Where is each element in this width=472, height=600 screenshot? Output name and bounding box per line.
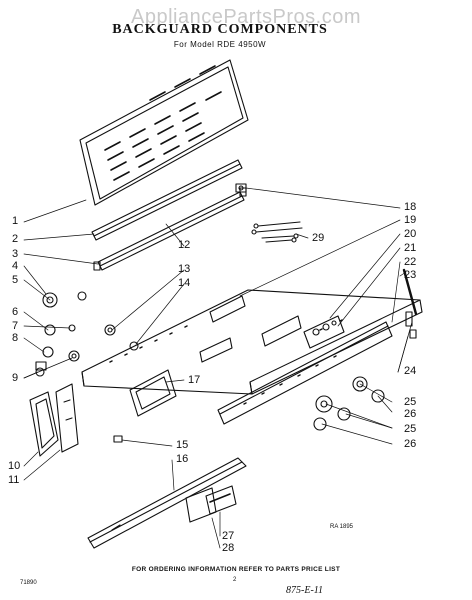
callout-14: 14 [178, 277, 191, 289]
ordering-info-footer: FOR ORDERING INFORMATION REFER TO PARTS … [131, 566, 341, 573]
trim-strip [91, 159, 243, 241]
callout-17: 17 [188, 374, 201, 386]
callout-19: 19 [404, 214, 417, 226]
rear-subpanel [217, 321, 393, 425]
diagram-title: BACKGUARD COMPONENTS [112, 22, 328, 37]
page-number: 2 [233, 577, 237, 583]
callout-6: 6 [12, 306, 19, 318]
callout-28: 28 [222, 542, 235, 554]
callout-4: 4 [12, 260, 19, 272]
callout-20: 20 [404, 228, 417, 240]
rocker-switch [185, 485, 237, 523]
drawing-code: RA 1895 [330, 524, 354, 530]
callout-15: 15 [176, 439, 189, 451]
callout-26-a: 26 [404, 408, 417, 420]
callout-29: 29 [312, 232, 325, 244]
callout-3: 3 [12, 248, 19, 260]
knob-set-left [35, 291, 87, 377]
callout-8: 8 [12, 332, 19, 344]
callout-12: 12 [178, 239, 191, 251]
callout-21: 21 [404, 242, 417, 254]
wire-harness [251, 221, 303, 243]
callout-24: 24 [404, 365, 417, 377]
callout-1: 1 [12, 215, 19, 227]
lower-trim-panel [87, 457, 247, 549]
callout-25-b: 25 [404, 423, 417, 435]
callout-9: 9 [12, 372, 19, 384]
callout-23: 23 [404, 269, 417, 281]
callout-2: 2 [12, 233, 19, 245]
window-trim [129, 369, 177, 417]
support-rod [402, 268, 418, 316]
callout-16: 16 [176, 453, 189, 465]
knob-set-right [313, 311, 417, 431]
end-cap-left [29, 383, 79, 457]
callout-18: 18 [404, 201, 417, 213]
callout-25-a: 25 [404, 396, 417, 408]
diagram-subtitle: For Model RDE 4950W [173, 40, 267, 49]
handwritten-note: 875-E-11 [286, 585, 324, 596]
callout-10: 10 [8, 460, 21, 472]
callout-11: 11 [8, 474, 20, 486]
callout-13: 13 [178, 263, 191, 275]
callout-7: 7 [12, 320, 19, 332]
left-code: 71890 [20, 580, 37, 586]
leader-lines [23, 187, 413, 549]
watermark-text: AppliancePartsPros.com [131, 6, 361, 28]
callout-27: 27 [222, 530, 235, 542]
callout-5: 5 [12, 274, 19, 286]
backguard-panel [79, 59, 249, 206]
clip [113, 435, 123, 443]
callout-22: 22 [404, 256, 417, 268]
callout-26-b: 26 [404, 438, 417, 450]
